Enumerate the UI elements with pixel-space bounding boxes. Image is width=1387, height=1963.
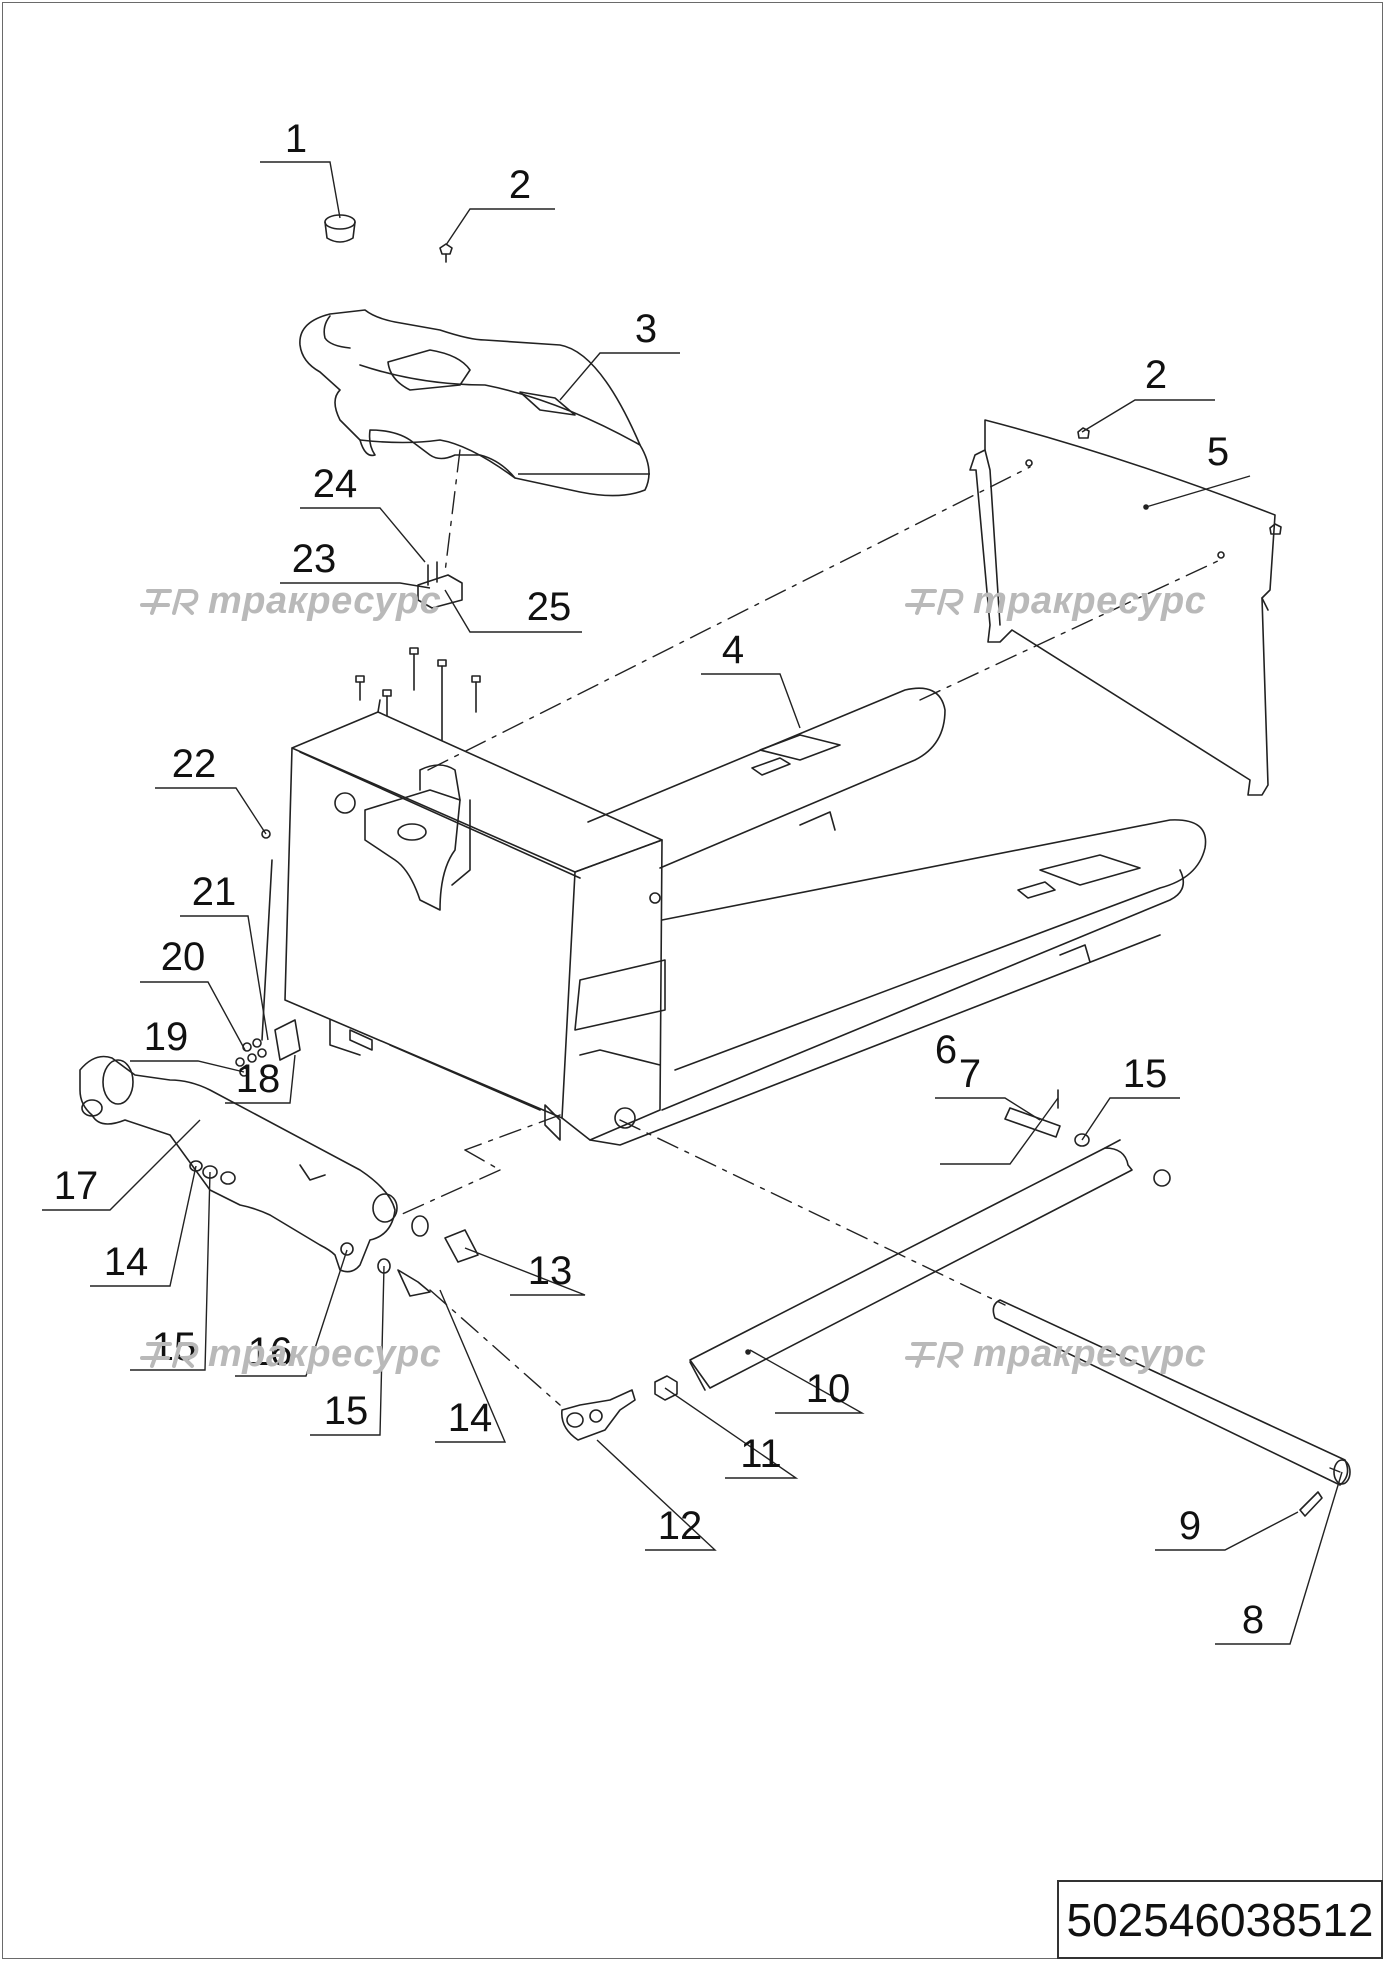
part-clevis — [561, 1389, 636, 1441]
part-pump-housing — [334, 764, 471, 911]
part-push-rod — [689, 1139, 1133, 1391]
part-pin — [1004, 1089, 1171, 1187]
watermark: тракресурс — [905, 580, 1206, 623]
label-part-8: 8 — [1242, 1598, 1264, 1642]
label-part-4: 4 — [722, 628, 744, 672]
tr-logo-icon — [140, 1341, 199, 1368]
part-screw-plate — [1077, 427, 1090, 439]
tr-logo-icon — [905, 588, 964, 615]
label-part-2-plate: 2 — [1145, 353, 1167, 397]
watermark: тракресурс — [140, 580, 441, 623]
label-part-6: 6 — [935, 1028, 957, 1072]
label-part-15-b: 15 — [324, 1389, 369, 1433]
label-part-15-c: 15 — [1123, 1052, 1168, 1096]
part-handle-cover — [299, 309, 650, 497]
label-part-21: 21 — [192, 870, 237, 914]
part-long-shaft — [992, 1299, 1351, 1517]
label-part-13: 13 — [528, 1249, 573, 1293]
label-part-23: 23 — [292, 537, 337, 581]
label-part-11: 11 — [740, 1432, 782, 1476]
part-bushings — [189, 1160, 479, 1297]
document-code: 502546038512 — [1057, 1880, 1383, 1959]
label-part-18: 18 — [236, 1057, 281, 1101]
label-part-22: 22 — [172, 742, 217, 786]
label-part-10: 10 — [806, 1367, 851, 1411]
label-part-1: 1 — [285, 117, 307, 161]
part-cap — [324, 214, 356, 243]
assembly-lines — [399, 449, 1341, 1473]
label-part-9: 9 — [1179, 1504, 1201, 1548]
part-back-plate — [969, 419, 1276, 796]
label-part-24: 24 — [313, 462, 358, 506]
label-part-20: 20 — [161, 935, 206, 979]
part-chassis-frame — [284, 699, 666, 1141]
tr-logo-icon — [905, 1341, 964, 1368]
tr-logo-icon — [140, 588, 199, 615]
label-part-16: 16 — [248, 1330, 293, 1374]
part-hinge-bracket — [235, 859, 301, 1077]
label-part-17: 17 — [54, 1164, 99, 1208]
part-labels: 1 2 3 2 5 24 23 25 4 22 21 20 19 18 17 1… — [54, 117, 1264, 1642]
label-part-3: 3 — [635, 307, 657, 351]
watermark: тракресурс — [905, 1333, 1206, 1376]
part-screw-plate-2 — [1269, 523, 1282, 535]
part-tow-arm — [79, 1055, 398, 1273]
label-part-7: 7 — [959, 1052, 981, 1096]
part-screws-group — [355, 561, 481, 741]
label-part-14-b: 14 — [448, 1396, 493, 1440]
label-part-2: 2 — [509, 163, 531, 207]
watermark-text: тракресурс — [208, 1333, 442, 1375]
watermark: тракресурс — [140, 1333, 441, 1376]
leader-lines — [42, 161, 1343, 1645]
label-part-25: 25 — [527, 585, 572, 629]
label-part-14: 14 — [104, 1240, 149, 1284]
part-nut — [654, 1375, 678, 1401]
label-part-12: 12 — [658, 1504, 703, 1548]
part-forks — [587, 687, 1207, 1146]
watermark-text: тракресурс — [973, 1333, 1207, 1375]
part-screw-top — [439, 243, 453, 263]
watermark-text: тракресурс — [208, 580, 442, 622]
watermark-text: тракресурс — [973, 580, 1207, 622]
label-part-19: 19 — [144, 1015, 189, 1059]
part-22-screw — [261, 829, 271, 839]
label-part-5: 5 — [1207, 430, 1229, 474]
